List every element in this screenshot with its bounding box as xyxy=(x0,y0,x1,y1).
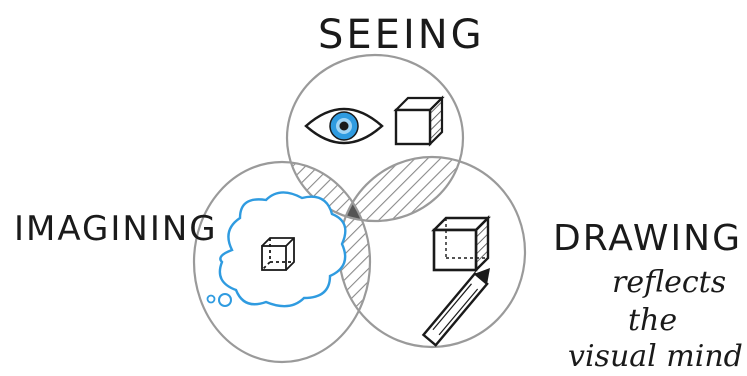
caption-line-1: reflects xyxy=(612,265,726,300)
caption-line-3: visual mind xyxy=(568,339,743,374)
thought-bubble-icon xyxy=(208,192,346,306)
drawn-cube-icon xyxy=(434,218,488,270)
cube-icon xyxy=(396,98,442,144)
pencil-icon xyxy=(423,263,496,345)
eye-icon xyxy=(306,109,382,143)
caption-line-2: the xyxy=(628,303,677,338)
seeing-label: SEEING xyxy=(318,12,485,58)
imagining-label: IMAGINING xyxy=(14,209,218,249)
drawing-label: DRAWING xyxy=(553,218,742,259)
